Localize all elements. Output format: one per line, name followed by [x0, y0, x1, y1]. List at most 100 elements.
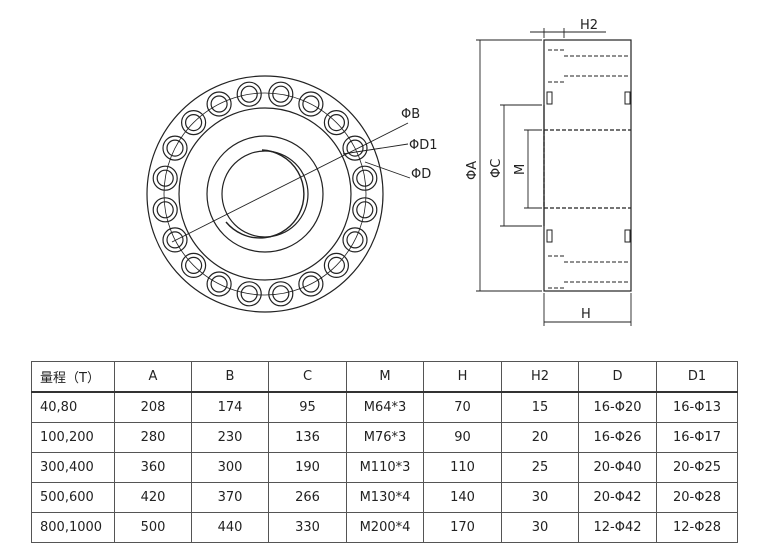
bolt-hole-counterbore	[352, 197, 378, 223]
table-cell: 280	[114, 422, 192, 453]
table-cell: 174	[191, 391, 269, 423]
bolt-hole	[166, 231, 184, 249]
table-cell: M110*3	[346, 452, 424, 483]
bolt-hole-counterbore	[152, 165, 178, 191]
table-cell: 500	[114, 512, 192, 543]
bolt-hole	[302, 275, 320, 293]
bolt-hole-counterbore	[236, 81, 262, 107]
bolt-hole-counterbore	[162, 227, 188, 253]
header-b: B	[191, 361, 269, 393]
bolt-hole	[166, 139, 184, 157]
bolt-hole	[302, 95, 320, 113]
bolt-hole-counterbore	[181, 252, 207, 278]
table-cell: 300,400	[31, 452, 115, 483]
table-cell: M64*3	[346, 391, 424, 423]
bore-circle	[221, 150, 309, 238]
table-cell: 25	[501, 452, 579, 483]
table-cell: 500,600	[31, 482, 115, 513]
table-cell: 360	[114, 452, 192, 483]
table-cell: 20-Φ25	[656, 452, 738, 483]
thread-arc	[225, 149, 305, 239]
bolt-hole-counterbore	[342, 227, 368, 253]
label-a: ΦA	[465, 161, 480, 180]
table-cell: 15	[501, 391, 579, 423]
bolt-hole	[356, 169, 374, 187]
bolt-hole-counterbore	[323, 252, 349, 278]
table-cell: 136	[268, 422, 347, 453]
table-cell: 70	[423, 391, 502, 423]
label-b: ΦB	[401, 107, 420, 122]
bolt-hole	[327, 256, 345, 274]
dim-m	[524, 129, 542, 209]
table-cell: 100,200	[31, 422, 115, 453]
side-body	[543, 39, 632, 292]
header-d: D	[578, 361, 657, 393]
bolt-holes	[152, 81, 378, 307]
header-range: 量程（T）	[31, 361, 115, 393]
table-cell: 16-Φ26	[578, 422, 657, 453]
bolt-hole	[346, 231, 364, 249]
bolt-hole	[156, 201, 174, 219]
top-bolt-hole-section	[548, 49, 628, 83]
table-cell: 90	[423, 422, 502, 453]
bolt-hole-counterbore	[181, 109, 207, 136]
table-cell: M76*3	[346, 422, 424, 453]
bolt-hole-counterbore	[236, 281, 262, 307]
table-cell: 16-Φ20	[578, 391, 657, 423]
table-cell: 12-Φ42	[578, 512, 657, 543]
table-cell: M130*4	[346, 482, 424, 513]
bolt-hole-counterbore	[268, 281, 294, 307]
table-cell: 230	[191, 422, 269, 453]
header-d1: D1	[656, 361, 738, 393]
table-cell: 420	[114, 482, 192, 513]
header-c: C	[268, 361, 347, 393]
bolt-hole-counterbore	[206, 91, 232, 117]
label-h2: H2	[580, 18, 598, 33]
table-cell: 16-Φ17	[656, 422, 738, 453]
bolt-hole-counterbore	[206, 271, 232, 297]
bolt-circle-b	[163, 92, 367, 296]
header-a: A	[114, 361, 192, 393]
dim-c	[500, 104, 542, 227]
table-cell: 16-Φ13	[656, 391, 738, 423]
table-cell: 440	[191, 512, 269, 543]
label-c: ΦC	[489, 159, 504, 178]
table-cell: M200*4	[346, 512, 424, 543]
side-view	[476, 28, 632, 326]
bolt-hole-counterbore	[152, 197, 178, 223]
leader-d	[364, 161, 411, 179]
table-header-row: 量程（T） A B C M H H2 D D1	[31, 361, 738, 393]
dim-h	[543, 293, 632, 326]
bolt-hole	[210, 95, 228, 113]
bolt-hole	[240, 85, 258, 103]
leader-d1	[342, 143, 409, 155]
bottom-bolt-hole-section	[548, 255, 628, 289]
bolt-hole-counterbore	[162, 135, 188, 161]
bolt-hole-counterbore	[298, 91, 324, 117]
front-view	[146, 75, 411, 313]
header-h2: H2	[501, 361, 579, 393]
notch-bottom-left	[546, 229, 553, 243]
table-cell: 20-Φ40	[578, 452, 657, 483]
bolt-hole-counterbore	[298, 271, 324, 297]
outer-flange-circle	[146, 75, 384, 313]
label-h: H	[581, 307, 591, 322]
bolt-hole	[185, 113, 203, 132]
table-cell: 330	[268, 512, 347, 543]
bolt-hole	[346, 139, 364, 157]
header-m: M	[346, 361, 424, 393]
diameter-b-leader	[171, 122, 409, 243]
bolt-hole	[240, 285, 258, 303]
hub-inner-circle	[206, 135, 324, 253]
table-cell: 20-Φ42	[578, 482, 657, 513]
notch-top-left	[546, 91, 553, 105]
table-cell: 12-Φ28	[656, 512, 738, 543]
bore-section	[543, 129, 631, 209]
table-cell: 40,80	[31, 391, 115, 423]
bolt-hole	[272, 285, 290, 303]
table-cell: 370	[191, 482, 269, 513]
